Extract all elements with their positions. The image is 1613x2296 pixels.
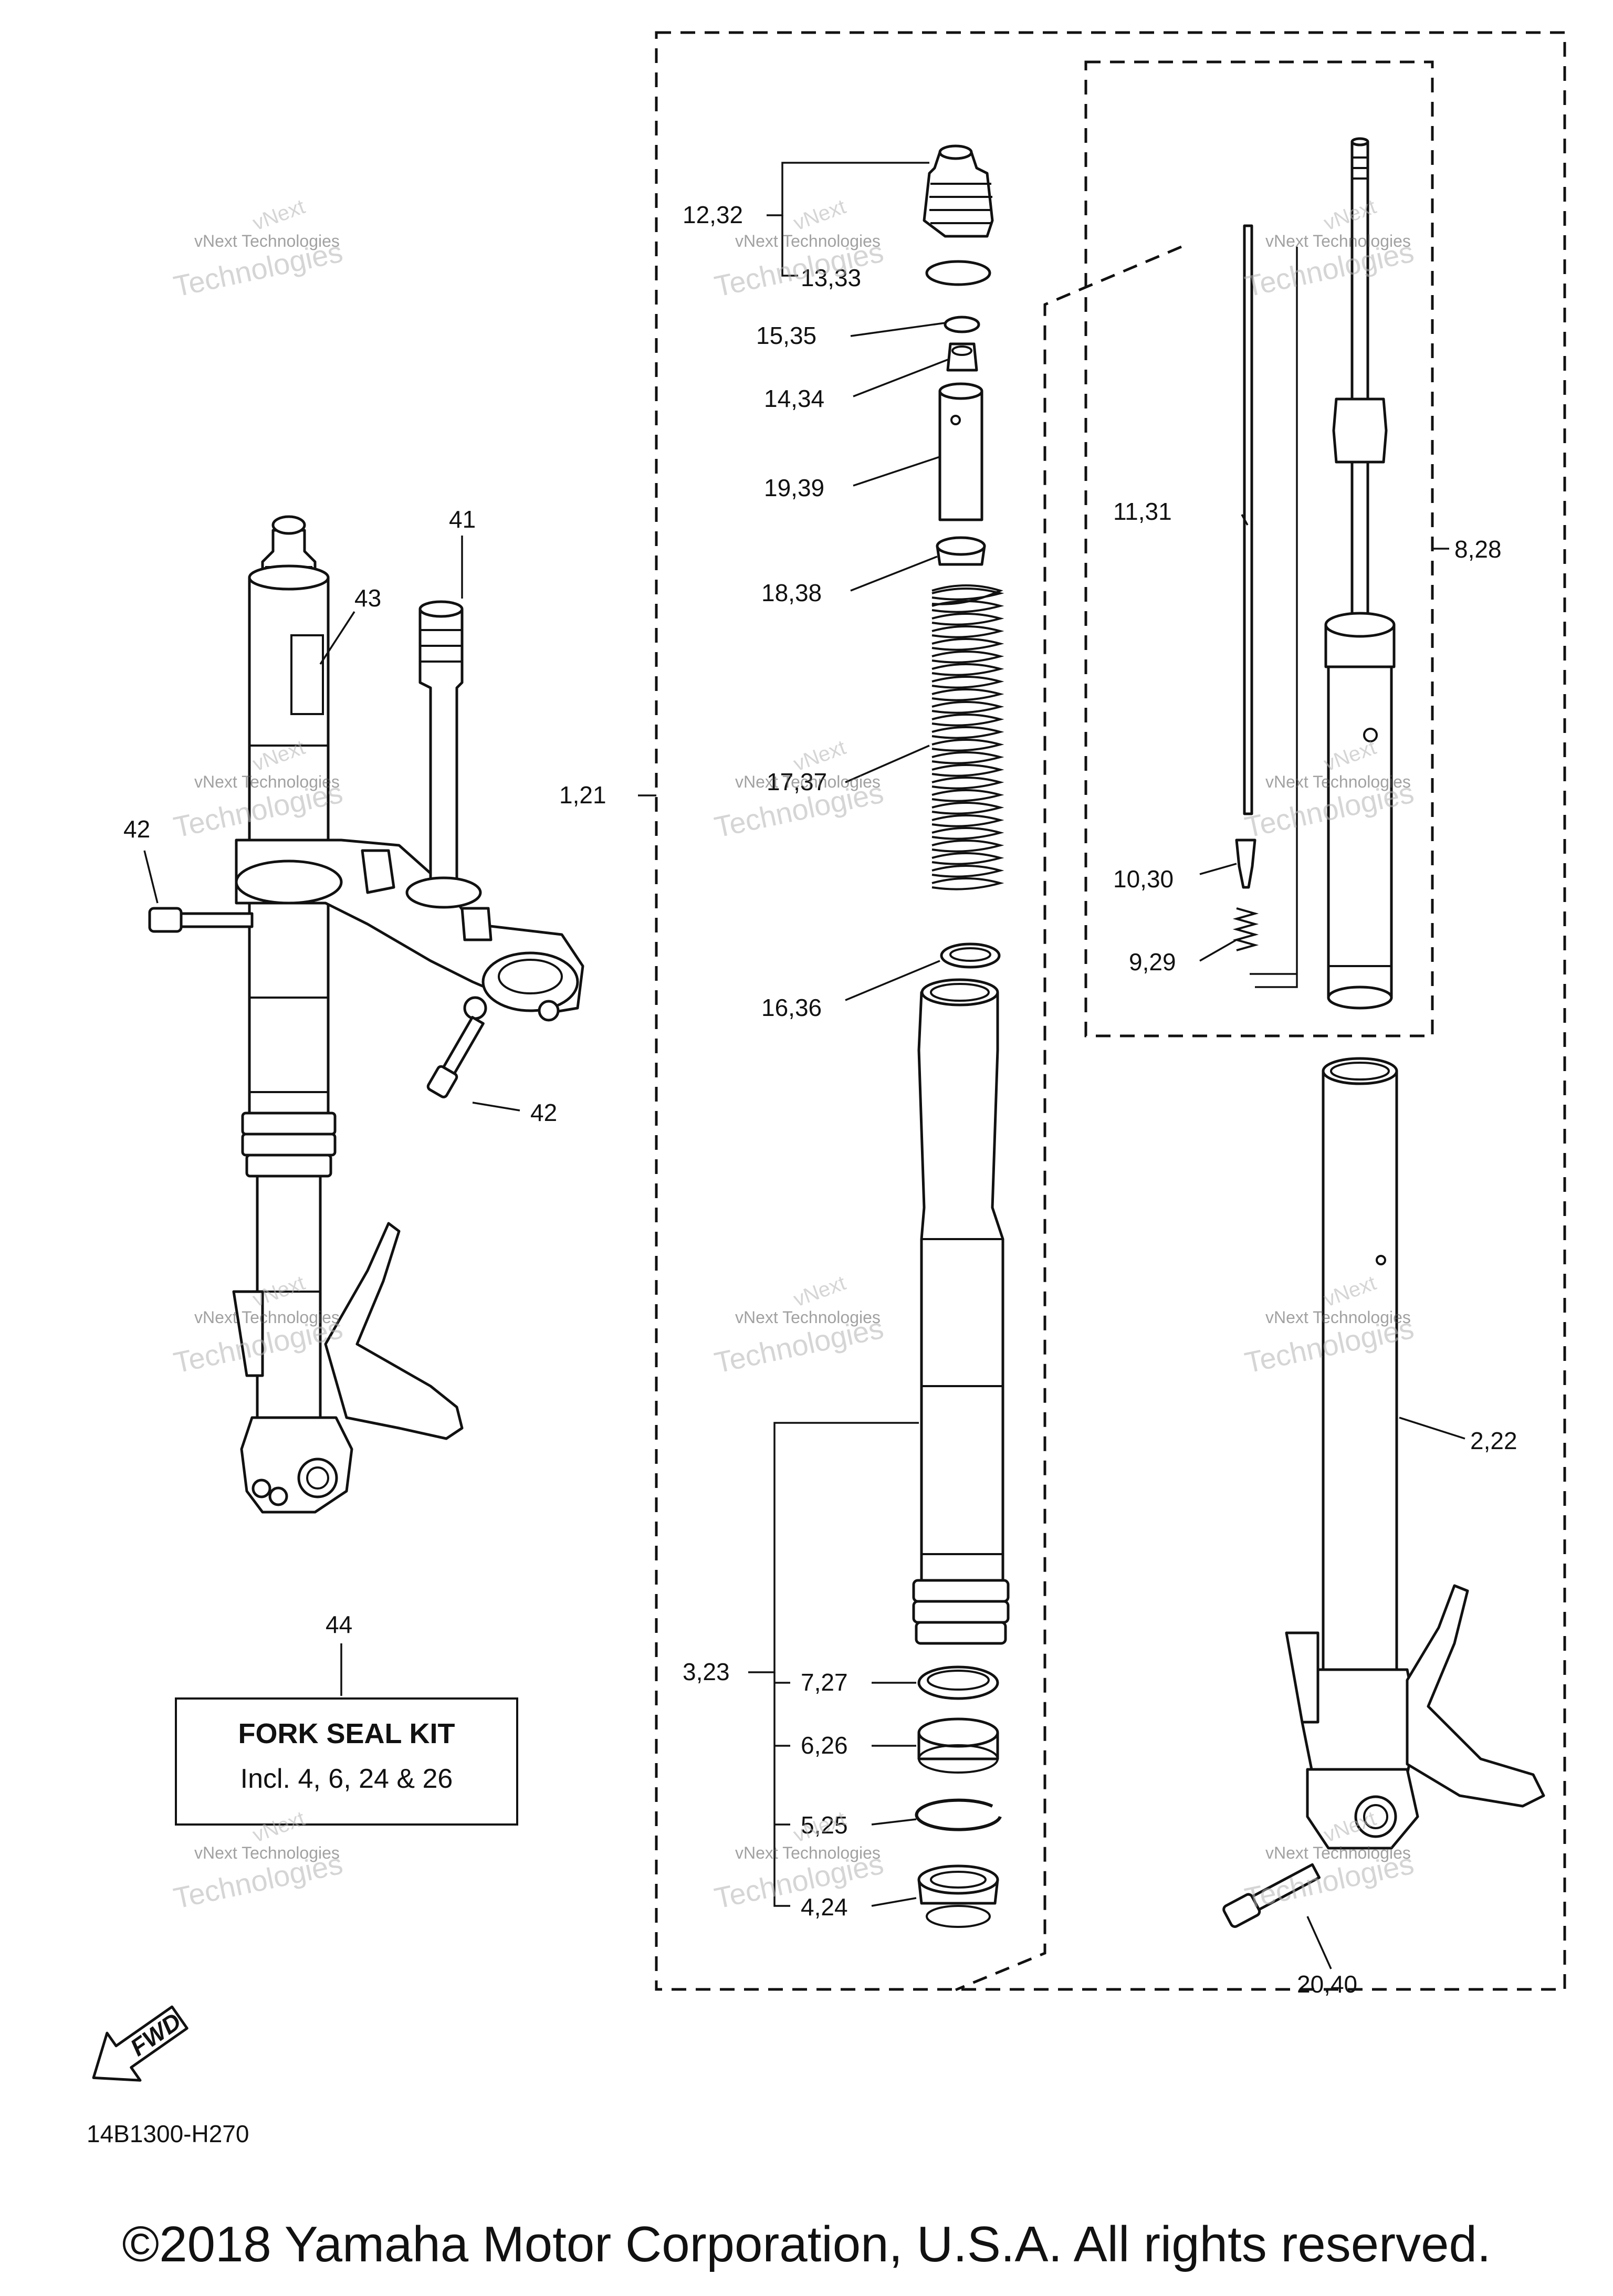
svg-text:vNext Technologies: vNext Technologies	[735, 1308, 881, 1327]
callout-17-37: 17,37	[767, 768, 827, 795]
callout-6-26: 6,26	[801, 1732, 848, 1759]
callout-11-31: 11,31	[1113, 498, 1172, 525]
svg-text:vNext Technologies: vNext Technologies	[194, 1308, 340, 1327]
svg-text:vNext Technologies: vNext Technologies	[735, 1843, 881, 1862]
callout-8-28: 8,28	[1454, 536, 1502, 563]
svg-text:vNext: vNext	[791, 1271, 849, 1311]
svg-text:vNext Technologies: vNext Technologies	[735, 232, 881, 250]
leader-lines	[143, 162, 1465, 1969]
spring-coil	[931, 751, 1004, 764]
kit-title: FORK SEAL KIT	[238, 1718, 455, 1749]
spring-coil	[931, 852, 1004, 865]
damper-assembly-boundary	[1084, 60, 1434, 1037]
fork-seal-kit-box: FORK SEAL KIT Incl. 4, 6, 24 & 26	[175, 1697, 518, 1826]
copyright-notice: ©2018 Yamaha Motor Corporation, U.S.A. A…	[122, 2216, 1491, 2272]
fork-assembly-boundary	[655, 31, 1566, 1991]
spring-coil	[931, 840, 1004, 853]
svg-text:vNext Technologies: vNext Technologies	[1265, 772, 1411, 791]
spring-coil	[931, 613, 1004, 626]
spring-coil	[931, 865, 1004, 878]
callout-42-lower: 42	[530, 1099, 557, 1126]
callout-labels: 12,32 13,33 15,35 14,34 19,39 18,38 17,3…	[123, 201, 1517, 1998]
svg-text:vNext: vNext	[250, 195, 308, 235]
svg-text:vNext Technologies: vNext Technologies	[194, 772, 340, 791]
spring-coil	[931, 877, 1004, 890]
exploded-fork-column	[912, 144, 1010, 1928]
callout-3-23: 3,23	[683, 1658, 730, 1685]
spring-coil	[931, 827, 1004, 840]
spring-coil	[931, 802, 1004, 815]
spring-coil	[931, 676, 1004, 689]
callout-20-40: 20,40	[1297, 1970, 1357, 1998]
svg-text:vNext: vNext	[1321, 195, 1379, 235]
svg-text:vNext: vNext	[791, 195, 849, 235]
damper-rod-illustration	[1222, 137, 1545, 1928]
callout-1-21: 1,21	[559, 781, 606, 809]
callout-42-upper: 42	[123, 815, 150, 843]
spring-coil	[931, 638, 1004, 651]
callout-43: 43	[354, 584, 381, 612]
callout-44: 44	[326, 1611, 352, 1638]
svg-text:vNext Technologies: vNext Technologies	[735, 772, 881, 791]
assembled-fork-illustration	[148, 515, 584, 1514]
diagram-code: 14B1300-H270	[87, 2120, 249, 2147]
spring-coil	[931, 663, 1004, 676]
callout-15-35: 15,35	[756, 322, 816, 349]
callout-19-39: 19,39	[764, 474, 824, 501]
spring-coil	[931, 814, 1004, 827]
callout-9-29: 9,29	[1129, 948, 1176, 976]
spring-coil	[931, 777, 1004, 790]
callout-2-22: 2,22	[1470, 1427, 1517, 1454]
callout-16-36: 16,36	[761, 994, 822, 1021]
spring-coil	[931, 764, 1004, 777]
bolt-20-40	[1222, 1863, 1321, 1928]
svg-text:vNext Technologies: vNext Technologies	[1265, 1308, 1411, 1327]
fwd-arrow-icon: FWD	[92, 2005, 188, 2082]
svg-text:vNext Technologies: vNext Technologies	[194, 1843, 340, 1862]
callout-12-32: 12,32	[683, 201, 743, 228]
callout-10-30: 10,30	[1113, 865, 1174, 893]
svg-text:vNext Technologies: vNext Technologies	[1265, 232, 1411, 250]
callout-13-33: 13,33	[801, 264, 861, 291]
spring-17-37	[929, 584, 1004, 903]
callout-5-25: 5,25	[801, 1811, 848, 1839]
spring-coil	[931, 739, 1004, 752]
spring-coil	[931, 688, 1004, 701]
spring-coil	[931, 789, 1004, 802]
spring-coil	[931, 600, 1004, 613]
svg-text:vNext Technologies: vNext Technologies	[194, 232, 340, 250]
callout-18-38: 18,38	[761, 579, 822, 606]
callout-7-27: 7,27	[801, 1669, 848, 1696]
svg-text:vNext Technologies: vNext Technologies	[1265, 1843, 1411, 1862]
spring-coil	[931, 726, 1004, 739]
spring-coil	[931, 651, 1004, 664]
bolt-42-upper	[148, 907, 254, 933]
spring-coil	[931, 714, 1004, 727]
spring-coil	[931, 625, 1004, 638]
bolt-42-lower	[426, 1015, 485, 1098]
callout-41: 41	[449, 506, 476, 533]
spring-coil	[931, 701, 1004, 714]
kit-subtitle: Incl. 4, 6, 24 & 26	[240, 1764, 453, 1794]
callout-4-24: 4,24	[801, 1893, 848, 1921]
spring-9-29	[1232, 907, 1259, 951]
spring-coil	[931, 588, 1004, 601]
callout-14-34: 14,34	[764, 385, 824, 412]
